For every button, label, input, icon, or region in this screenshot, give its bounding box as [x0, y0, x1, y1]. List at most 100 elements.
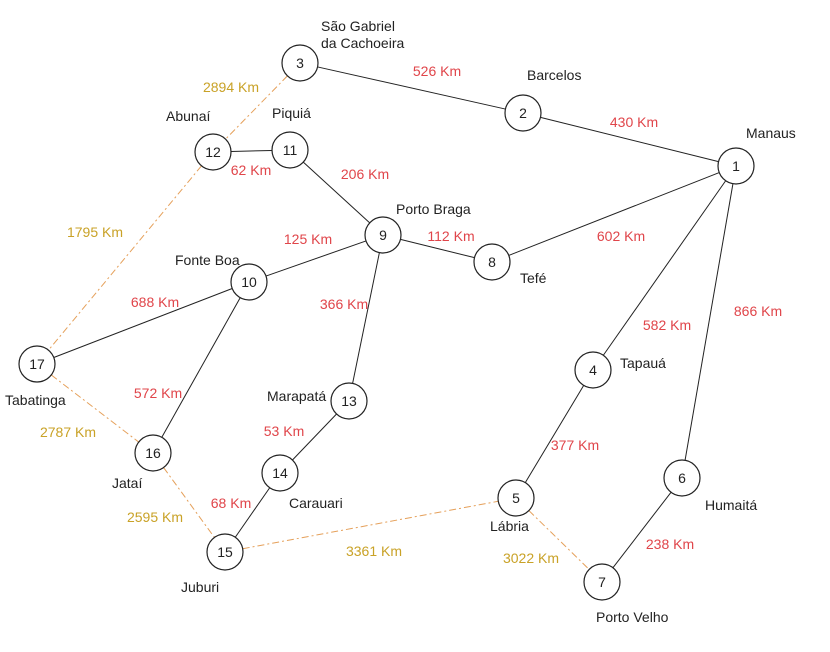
node-number: 6 — [678, 470, 686, 486]
node-2: 2 — [504, 94, 542, 132]
distance-label-17-10: 688 Km — [131, 294, 179, 310]
distance-label-2-1: 430 Km — [610, 114, 658, 130]
city-label-16: Jataí — [112, 475, 142, 491]
edge-10-16 — [161, 297, 241, 438]
node-circle — [504, 94, 542, 132]
node-circle — [583, 563, 621, 601]
node-circle — [473, 243, 511, 281]
distance-label-9-13: 366 Km — [320, 296, 368, 312]
distance-label-15-5: 3361 Km — [346, 543, 402, 559]
edges-layer — [48, 66, 734, 570]
edge-16-15 — [163, 467, 215, 538]
distance-label-16-15: 2595 Km — [127, 509, 183, 525]
city-label-3-line-1: da Cachoeira — [321, 35, 404, 51]
distance-label-1-4: 582 Km — [643, 317, 691, 333]
city-label-7: Porto Velho — [596, 609, 669, 625]
node-number: 16 — [145, 445, 161, 461]
node-8: 8 — [473, 243, 511, 281]
node-circle — [574, 351, 612, 389]
edge-8-1 — [508, 172, 720, 256]
edge-17-10 — [53, 288, 233, 358]
node-17: 17 — [18, 345, 56, 383]
edge-15-5 — [242, 500, 499, 550]
node-12: 12 — [194, 133, 232, 171]
distance-label-17-16: 2787 Km — [40, 424, 96, 440]
node-16: 16 — [134, 434, 172, 472]
edge-11-9 — [302, 161, 371, 224]
city-label-9: Porto Braga — [396, 201, 471, 217]
node-15: 15 — [206, 533, 244, 571]
city-label-14: Carauari — [289, 495, 343, 511]
distance-label-12-17: 1795 Km — [67, 224, 123, 240]
node-circle — [497, 479, 535, 517]
distance-label-14-15: 68 Km — [211, 495, 251, 511]
edge-4-5 — [524, 385, 585, 483]
node-circle — [271, 131, 309, 169]
node-circle — [663, 459, 701, 497]
node-6: 6 — [663, 459, 701, 497]
node-number: 14 — [272, 465, 288, 481]
node-circle — [281, 44, 319, 82]
edge-9-8 — [400, 238, 475, 259]
node-5: 5 — [497, 479, 535, 517]
edge-1-6 — [684, 183, 734, 461]
edge-9-13 — [352, 252, 380, 384]
edge-1-4 — [602, 180, 727, 356]
node-number: 5 — [512, 490, 520, 506]
city-label-11: Piquiá — [272, 105, 311, 121]
node-number: 2 — [519, 105, 527, 121]
distance-label-13-14: 53 Km — [264, 423, 304, 439]
edge-13-14 — [292, 413, 337, 461]
edge-5-7 — [528, 510, 590, 570]
node-number: 7 — [598, 574, 606, 590]
city-label-2: Barcelos — [527, 67, 581, 83]
node-circle — [330, 382, 368, 420]
city-label-17: Tabatinga — [5, 392, 66, 408]
city-label-3-line-0: São Gabriel — [321, 18, 395, 34]
node-circle — [194, 133, 232, 171]
distance-label-8-1: 602 Km — [597, 228, 645, 244]
node-circle — [364, 216, 402, 254]
node-4: 4 — [574, 351, 612, 389]
node-number: 1 — [732, 158, 740, 174]
distance-label-10-9: 125 Km — [284, 231, 332, 247]
node-number: 17 — [29, 356, 45, 372]
edge-17-16 — [50, 374, 140, 443]
city-label-13: Marapatá — [267, 388, 326, 404]
node-number: 8 — [488, 254, 496, 270]
node-number: 3 — [296, 55, 304, 71]
distance-label-1-6: 866 Km — [734, 303, 782, 319]
edge-2-1 — [540, 116, 719, 163]
node-number: 10 — [241, 274, 257, 290]
city-label-8: Tefé — [520, 270, 547, 286]
distance-label-6-7: 238 Km — [646, 536, 694, 552]
distance-label-11-9: 206 Km — [341, 166, 389, 182]
node-number: 4 — [589, 362, 597, 378]
node-circle — [717, 147, 755, 185]
distance-label-5-7: 3022 Km — [503, 550, 559, 566]
node-circle — [261, 454, 299, 492]
edge-10-9 — [265, 240, 367, 277]
node-14: 14 — [261, 454, 299, 492]
node-number: 12 — [205, 144, 221, 160]
distance-label-10-16: 572 Km — [134, 385, 182, 401]
node-9: 9 — [364, 216, 402, 254]
node-13: 13 — [330, 382, 368, 420]
node-number: 9 — [379, 227, 387, 243]
distance-label-4-5: 377 Km — [551, 437, 599, 453]
city-label-5: Lábria — [490, 518, 529, 534]
node-1: 1 — [717, 147, 755, 185]
city-label-10: Fonte Boa — [175, 252, 240, 268]
node-11: 11 — [271, 131, 309, 169]
city-label-6: Humaitá — [705, 497, 757, 513]
node-number: 15 — [217, 544, 233, 560]
edge-12-11 — [230, 149, 273, 153]
edge-3-2 — [317, 66, 506, 110]
city-label-4: Tapauá — [620, 355, 666, 371]
node-10: 10 — [230, 263, 268, 301]
distance-label-9-8: 112 Km — [427, 228, 474, 244]
node-3: 3 — [281, 44, 319, 82]
